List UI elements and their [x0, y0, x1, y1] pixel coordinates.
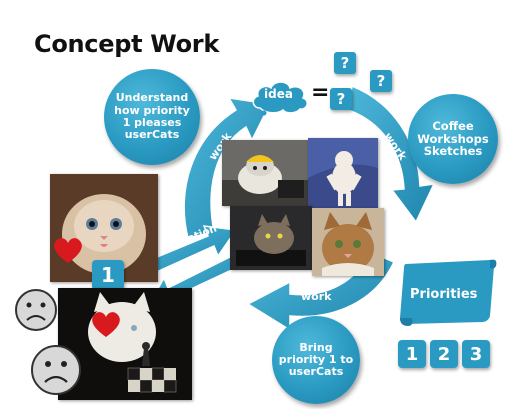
heart-icon	[54, 238, 82, 263]
idea-cloud-icon	[252, 81, 308, 116]
idea-label: idea	[264, 87, 293, 101]
cat-photo-laptop	[230, 206, 312, 270]
equals-sign: =	[311, 80, 330, 105]
scroll-banner-icon	[400, 259, 497, 326]
sad-face-icon-2	[31, 345, 81, 395]
work-label-bottom: work	[301, 290, 332, 303]
heart-icon-2	[92, 312, 120, 337]
question-box-3: ?	[330, 88, 352, 110]
sad-face-icon	[15, 289, 57, 331]
question-box-2: ?	[370, 70, 392, 92]
page-title: Concept Work	[34, 30, 220, 58]
bring-text: Bring priority 1 to userCats	[278, 340, 354, 379]
priority-box-3: 3	[462, 340, 490, 368]
cat-photo-tabby	[312, 208, 384, 276]
priority-box-1: 1	[398, 340, 426, 368]
cat-photo-dancing	[308, 138, 378, 208]
cat-photo-fluffy-kitten	[50, 174, 158, 282]
understand-text: Understand how priority 1 pleases userCa…	[114, 91, 190, 142]
understand-circle: Understand how priority 1 pleases userCa…	[104, 69, 200, 165]
priorities-label: Priorities	[410, 287, 478, 302]
coffee-text: Coffee Workshops Sketches	[417, 118, 489, 159]
bring-circle: Bring priority 1 to userCats	[272, 316, 360, 404]
priority-box-2: 2	[430, 340, 458, 368]
cat-photo-hardhat	[222, 140, 308, 206]
coffee-circle: Coffee Workshops Sketches	[408, 94, 498, 184]
question-box-1: ?	[334, 52, 356, 74]
number-one-box: 1	[92, 260, 124, 290]
